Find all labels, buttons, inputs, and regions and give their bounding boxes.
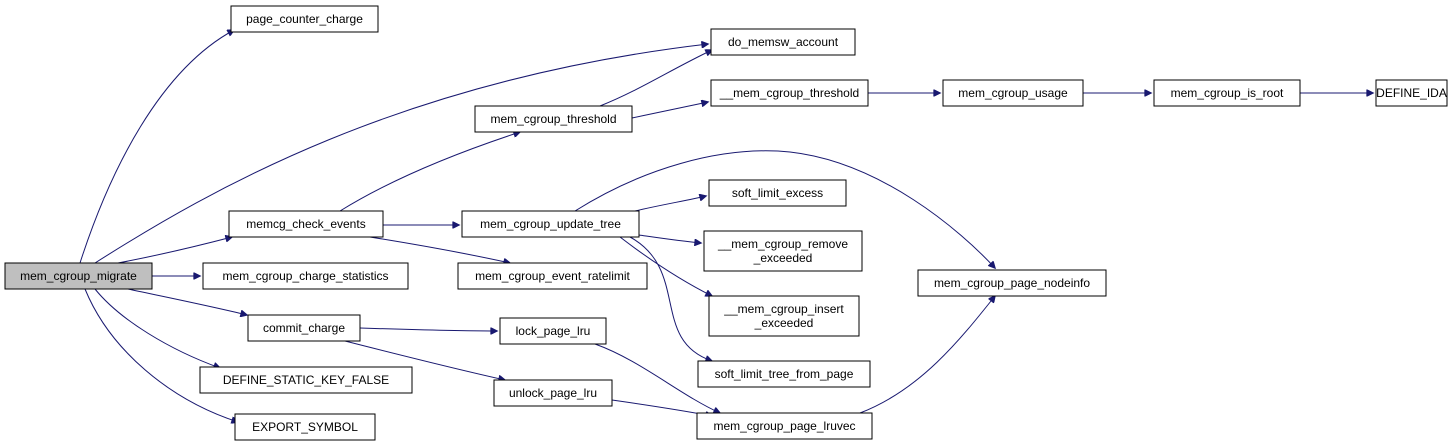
- node-label: page_counter_charge: [246, 12, 363, 26]
- node-label: commit_charge: [263, 321, 345, 335]
- node-box: [4, 262, 153, 290]
- node-label: soft_limit_tree_from_page: [715, 367, 854, 381]
- edge-memcg_check_events-to-mem_cgroup_threshold: [339, 132, 520, 212]
- node-box: [703, 230, 863, 272]
- node-label: EXPORT_SYMBOL: [252, 420, 358, 434]
- edge-mem_cgroup_update_tree-to-__mem_cgroup_remove_exceeded: [638, 234, 701, 243]
- node-DEFINE-IDA[interactable]: DEFINE_IDA: [1375, 79, 1448, 107]
- node-label: DEFINE_IDA: [1376, 86, 1447, 100]
- node-label: mem_cgroup_page_lruvec: [713, 419, 855, 433]
- node-box: [917, 269, 1107, 297]
- edge-mem_cgroup_update_tree-to-mem_cgroup_page_nodeinfo: [574, 150, 995, 268]
- node-page-counter-charge[interactable]: page_counter_charge: [230, 5, 379, 33]
- node-box: [493, 379, 613, 407]
- node-label: mem_cgroup_is_root: [1171, 86, 1284, 100]
- edge-mem_cgroup_update_tree-to-__mem_cgroup_insert_exceeded: [619, 236, 712, 296]
- edge-mem_cgroup_migrate-to-EXPORT_SYMBOL: [84, 288, 238, 422]
- node-label: mem_cgroup_threshold: [490, 112, 616, 126]
- node-DEFINE-STATIC-KEY-FALSE[interactable]: DEFINE_STATIC_KEY_FALSE: [199, 366, 413, 394]
- node-mem-cgroup-insert-exceeded[interactable]: __mem_cgroup_insert_exceeded: [708, 295, 860, 337]
- node-mem-cgroup-page-nodeinfo[interactable]: mem_cgroup_page_nodeinfo: [917, 269, 1107, 297]
- node-label: mem_cgroup_update_tree: [480, 217, 621, 231]
- node-box: [710, 79, 869, 107]
- node-box: [942, 79, 1084, 107]
- node-memcg-check-events[interactable]: memcg_check_events: [228, 210, 384, 238]
- edge-memcg_check_events-to-mem_cgroup_event_ratelimit: [369, 236, 510, 263]
- node-label: _exceeded: [753, 251, 813, 265]
- node-lock-page-lru[interactable]: lock_page_lru: [499, 317, 607, 345]
- node-box: [461, 210, 640, 238]
- node-box: [696, 412, 873, 440]
- node-label: lock_page_lru: [516, 324, 591, 338]
- edge-commit_charge-to-lock_page_lru: [359, 328, 497, 331]
- node-label: mem_cgroup_usage: [958, 86, 1068, 100]
- edge-mem_cgroup_update_tree-to-soft_limit_tree_from_page: [629, 236, 712, 361]
- node-soft-limit-excess[interactable]: soft_limit_excess: [708, 179, 847, 207]
- node-mem-cgroup-is-root[interactable]: mem_cgroup_is_root: [1153, 79, 1301, 107]
- node-label: mem_cgroup_page_nodeinfo: [934, 276, 1090, 290]
- node-box: [710, 28, 856, 56]
- edge-mem_cgroup_migrate-to-page_counter_charge: [79, 30, 234, 264]
- node-label: DEFINE_STATIC_KEY_FALSE: [223, 373, 389, 387]
- node-mem-cgroup-charge-statistics[interactable]: mem_cgroup_charge_statistics: [202, 262, 409, 290]
- node-label: __mem_cgroup_insert: [723, 302, 844, 316]
- node-box: [230, 5, 379, 33]
- edge-mem_cgroup_migrate-to-DEFINE_STATIC_KEY_FALSE: [94, 288, 220, 368]
- edge-mem_cgroup_migrate-to-commit_charge: [127, 288, 247, 315]
- node-box: [499, 317, 607, 345]
- node-mem-cgroup-threshold[interactable]: mem_cgroup_threshold: [474, 105, 633, 133]
- node-box: [234, 413, 376, 441]
- node-label: __mem_cgroup_threshold: [719, 86, 859, 100]
- node-box: [457, 262, 648, 290]
- node-mem-cgroup-remove-exceeded[interactable]: __mem_cgroup_remove_exceeded: [703, 230, 863, 272]
- node-mem-cgroup-threshold[interactable]: __mem_cgroup_threshold: [710, 79, 869, 107]
- node-EXPORT-SYMBOL[interactable]: EXPORT_SYMBOL: [234, 413, 376, 441]
- node-box: [202, 262, 409, 290]
- node-box: [247, 314, 361, 342]
- node-label: mem_cgroup_event_ratelimit: [475, 269, 630, 283]
- node-mem-cgroup-page-lruvec[interactable]: mem_cgroup_page_lruvec: [696, 412, 873, 440]
- node-label: unlock_page_lru: [509, 386, 597, 400]
- node-box: [708, 295, 860, 337]
- node-do-memsw-account[interactable]: do_memsw_account: [710, 28, 856, 56]
- node-unlock-page-lru[interactable]: unlock_page_lru: [493, 379, 613, 407]
- node-box: [228, 210, 384, 238]
- node-soft-limit-tree-from-page[interactable]: soft_limit_tree_from_page: [697, 360, 871, 388]
- node-label: mem_cgroup_charge_statistics: [222, 269, 388, 283]
- node-mem-cgroup-event-ratelimit[interactable]: mem_cgroup_event_ratelimit: [457, 262, 648, 290]
- edge-mem_cgroup_update_tree-to-soft_limit_excess: [634, 196, 706, 212]
- node-box: [1375, 79, 1448, 107]
- node-mem-cgroup-migrate[interactable]: mem_cgroup_migrate: [4, 262, 153, 290]
- edge-mem_cgroup_page_lruvec-to-mem_cgroup_page_nodeinfo: [859, 296, 995, 414]
- node-box: [474, 105, 633, 133]
- node-label: do_memsw_account: [728, 35, 839, 49]
- node-mem-cgroup-update-tree[interactable]: mem_cgroup_update_tree: [461, 210, 640, 238]
- node-box: [708, 179, 847, 207]
- edge-lock_page_lru-to-mem_cgroup_page_lruvec: [594, 343, 720, 413]
- edge-commit_charge-to-unlock_page_lru: [344, 340, 505, 380]
- edge-mem_cgroup_threshold-to-do_memsw_account: [599, 50, 712, 107]
- node-box: [199, 366, 413, 394]
- node-label: soft_limit_excess: [732, 186, 823, 200]
- node-label: memcg_check_events: [246, 217, 365, 231]
- edge-mem_cgroup_migrate-to-do_memsw_account: [94, 44, 708, 264]
- node-box: [1153, 79, 1301, 107]
- node-box: [697, 360, 871, 388]
- node-label: _exceeded: [754, 316, 814, 330]
- edge-mem_cgroup_threshold-to-__mem_cgroup_threshold: [631, 102, 708, 119]
- edge-mem_cgroup_migrate-to-memcg_check_events: [117, 237, 232, 264]
- node-mem-cgroup-usage[interactable]: mem_cgroup_usage: [942, 79, 1084, 107]
- node-label: __mem_cgroup_remove: [717, 237, 848, 251]
- node-label: mem_cgroup_migrate: [20, 269, 137, 283]
- node-commit-charge[interactable]: commit_charge: [247, 314, 361, 342]
